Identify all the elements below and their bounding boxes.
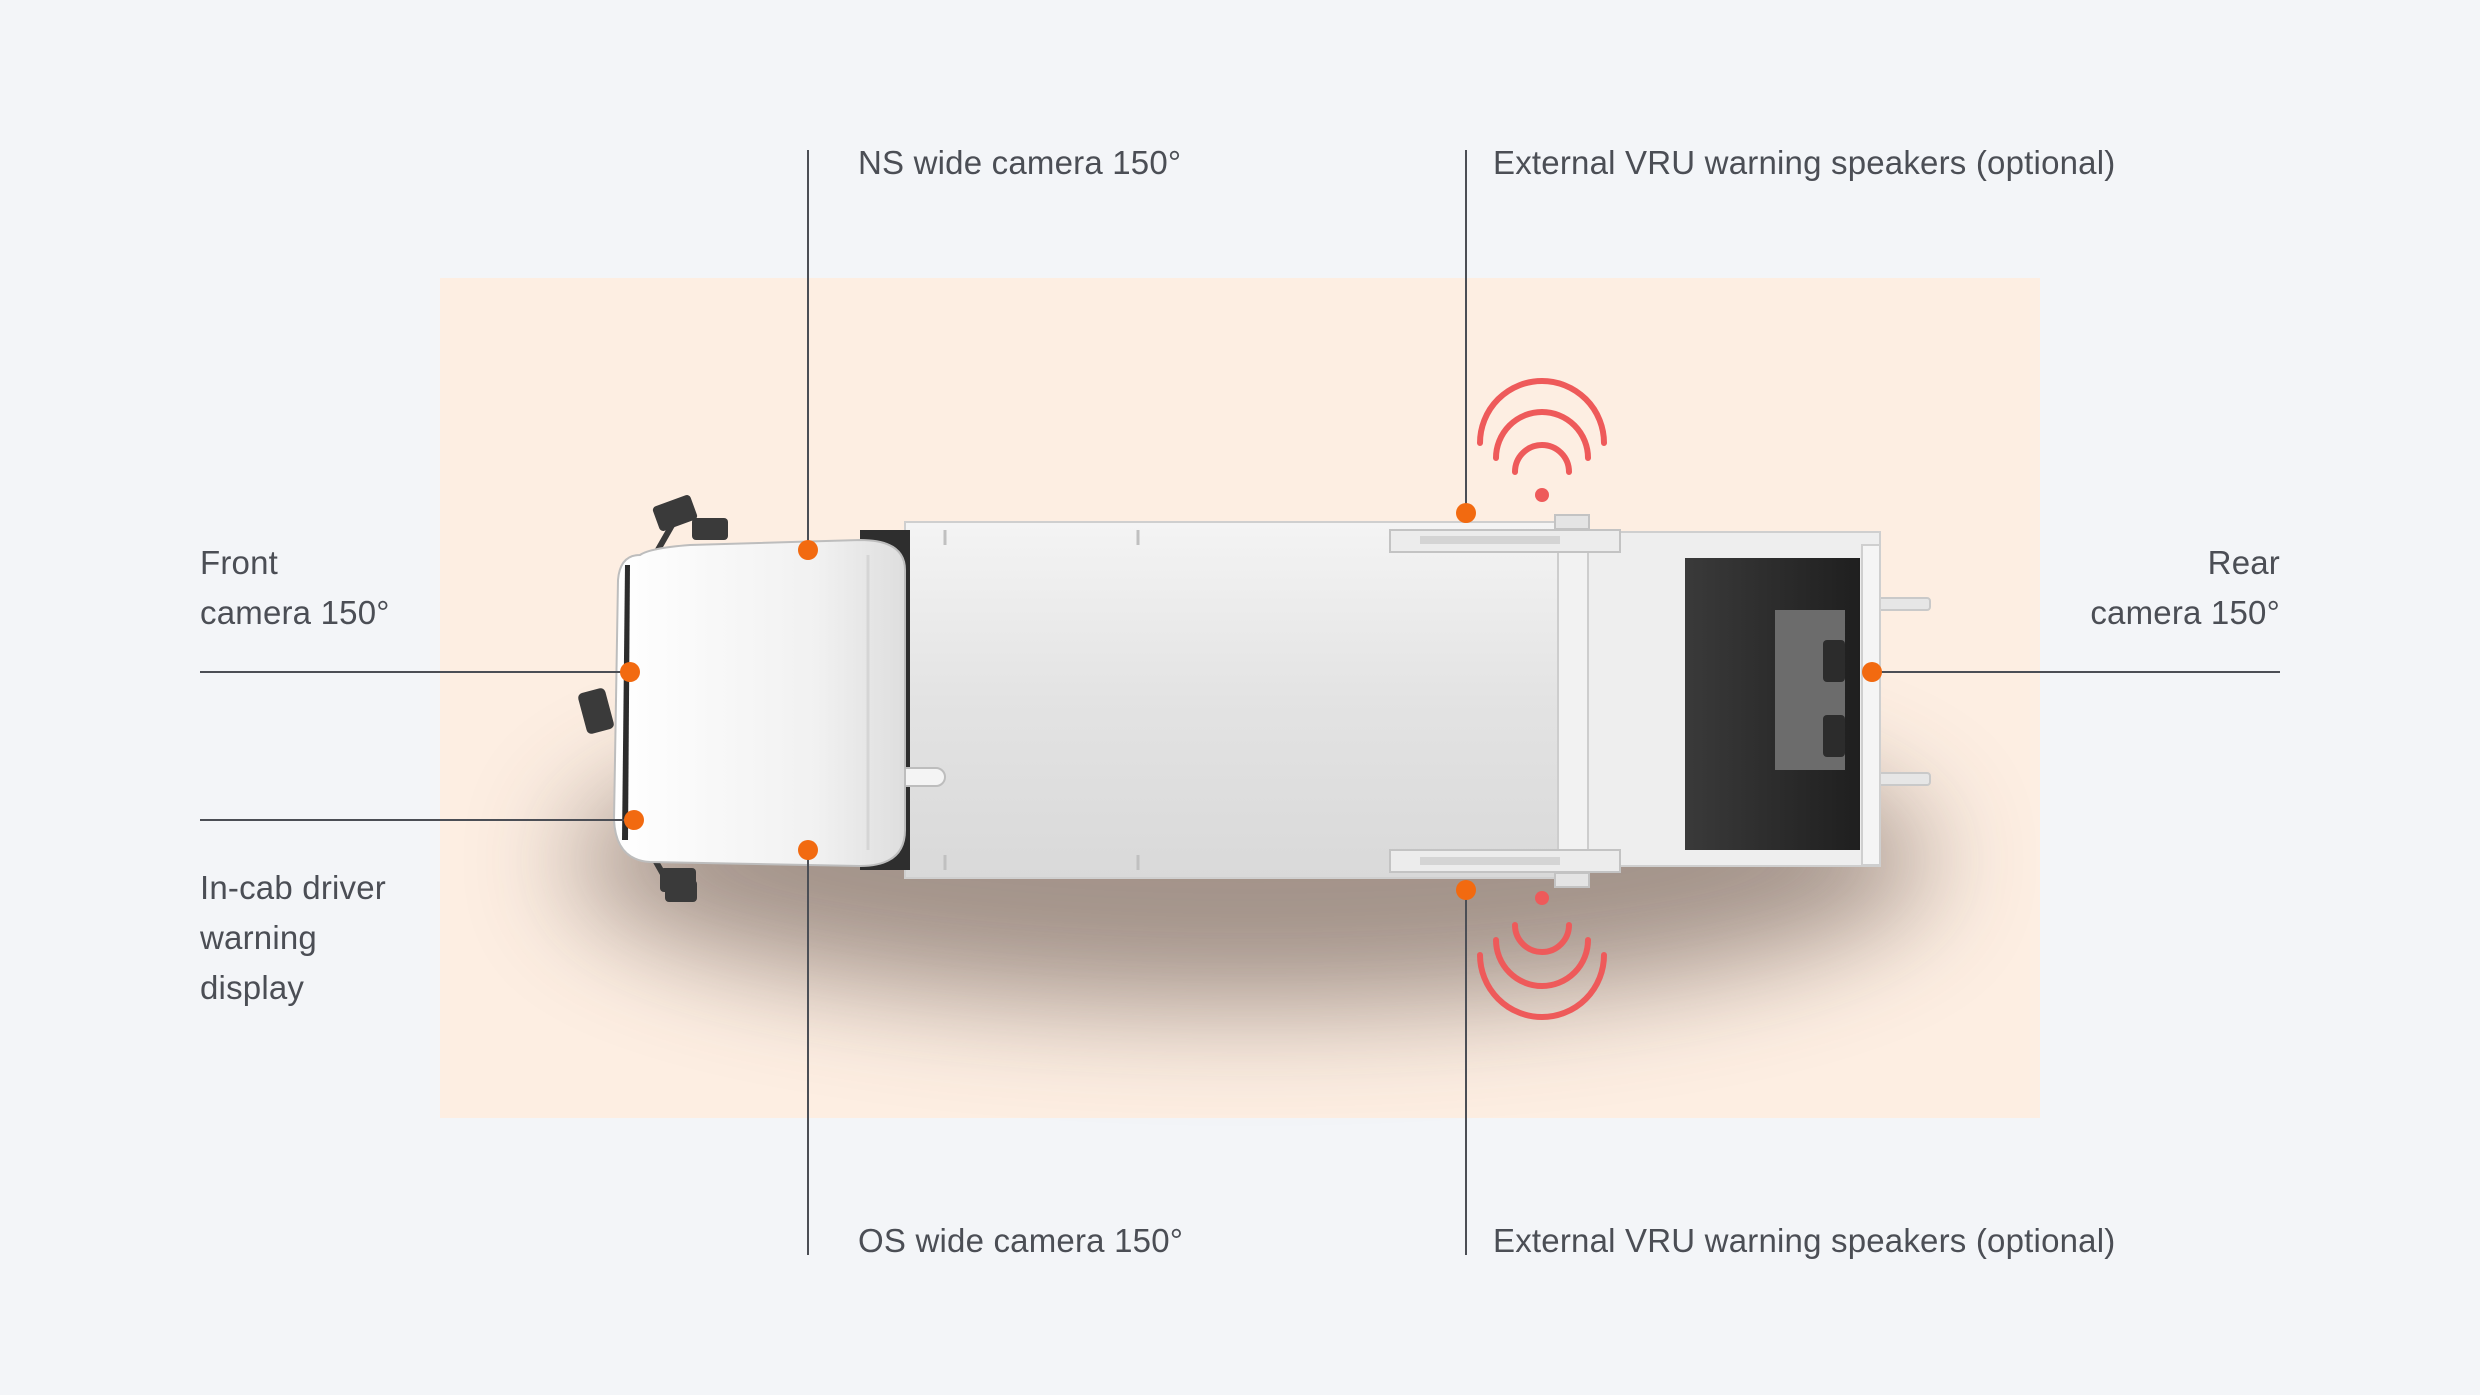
signal-waves-icon	[1477, 378, 1607, 502]
label-speakers-bottom: External VRU warning speakers (optional)	[1493, 1222, 2116, 1259]
marker-front-camera	[620, 662, 640, 682]
marker-rear-camera	[1862, 662, 1882, 682]
marker-speaker-bottom	[1456, 880, 1476, 900]
label-front-camera-line-1: Front	[200, 544, 279, 581]
label-front-camera: Front camera 150°	[200, 538, 390, 638]
label-driver-display: In-cab driver warning display	[200, 863, 386, 1013]
label-rear-camera-line-2: camera 150°	[2090, 594, 2280, 631]
marker-driver-display	[624, 810, 644, 830]
signal-waves-icon	[1477, 891, 1607, 1020]
label-rear-camera-line-1: Rear	[2207, 544, 2280, 581]
marker-ns-wide-camera	[798, 540, 818, 560]
label-driver-display-line-3: display	[200, 969, 305, 1006]
leader-lines	[200, 150, 2280, 1255]
label-speakers-top: External VRU warning speakers (optional)	[1493, 144, 2116, 181]
label-os-wide-camera: OS wide camera 150°	[858, 1222, 1184, 1259]
sensor-markers	[620, 503, 1882, 900]
truck-top-view	[578, 495, 1931, 902]
label-ns-wide-camera: NS wide camera 150°	[858, 144, 1182, 181]
mirror-bottom	[652, 858, 697, 902]
marker-speaker-top	[1456, 503, 1476, 523]
label-driver-display-line-2: warning	[200, 919, 317, 956]
label-front-camera-line-2: camera 150°	[200, 594, 390, 631]
label-driver-display-line-1: In-cab driver	[200, 869, 387, 906]
marker-os-wide-camera	[798, 840, 818, 860]
label-rear-camera: Rear camera 150°	[2090, 538, 2280, 638]
